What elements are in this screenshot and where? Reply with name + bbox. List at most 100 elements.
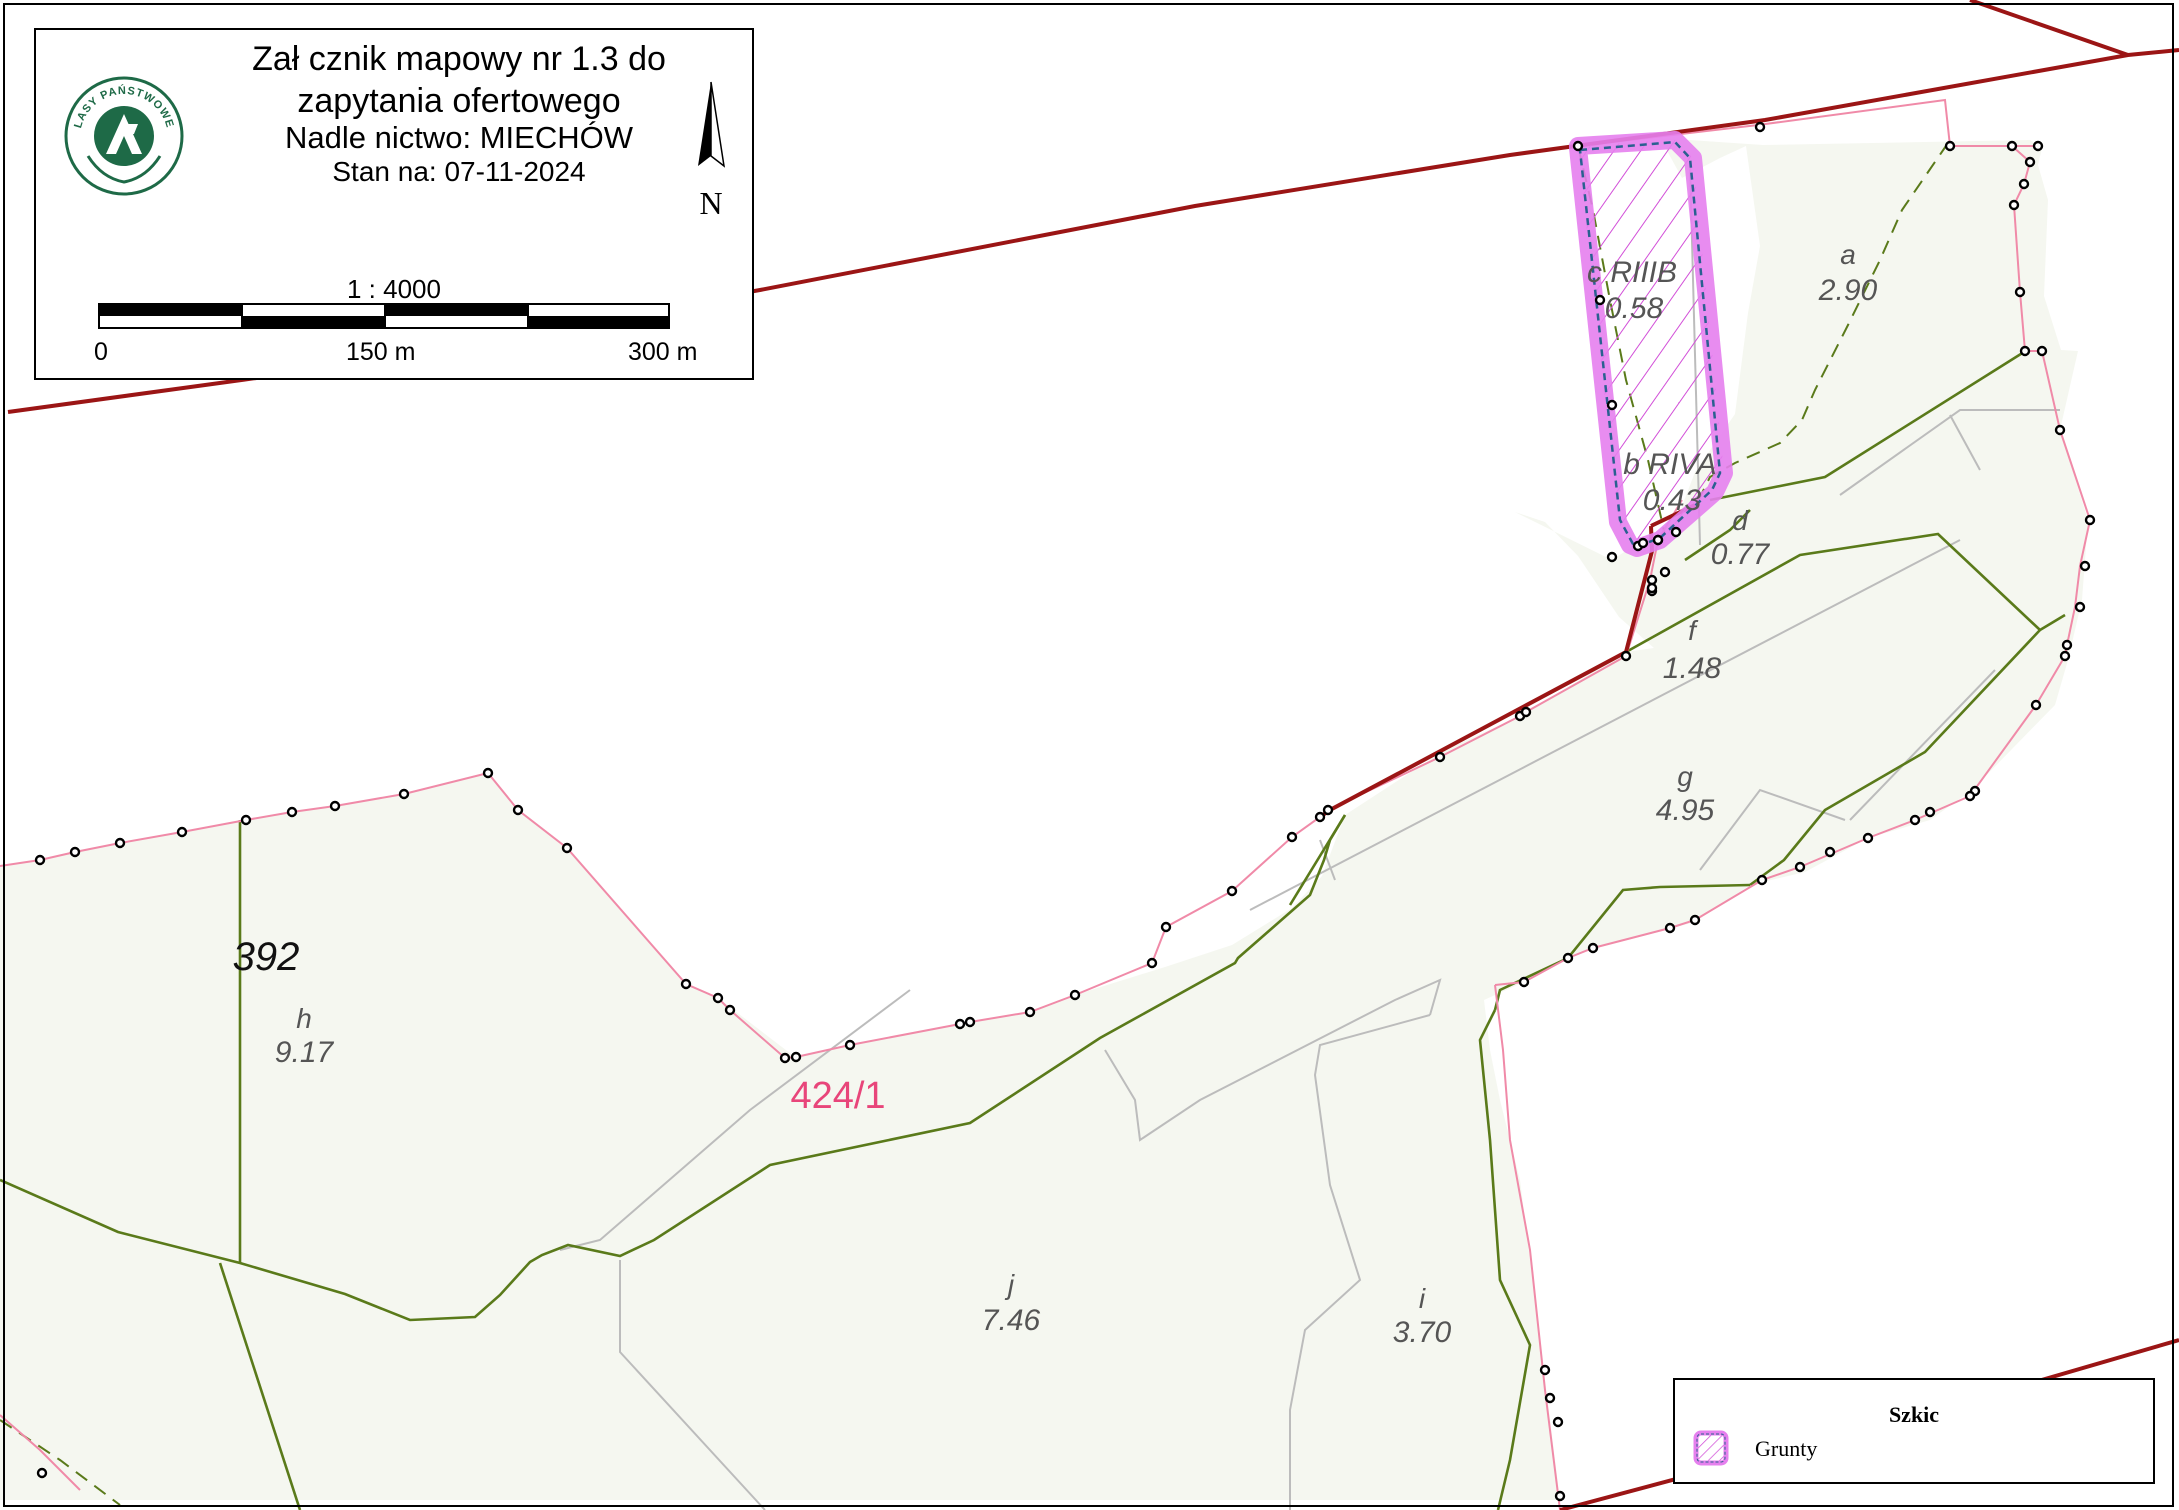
vertex-point	[2032, 140, 2044, 152]
vertex-point	[1146, 957, 1158, 969]
vertex-point	[1520, 706, 1532, 718]
area-b-value: 0.43	[1643, 484, 1702, 517]
area-j-letter: j	[1004, 1269, 1015, 1300]
area-i-letter: i	[1419, 1283, 1426, 1314]
scale-tick-0: 0	[94, 338, 108, 366]
vertex-point	[482, 767, 494, 779]
vertex-point	[286, 806, 298, 818]
legend-label-grunty: Grunty	[1755, 1436, 1818, 1461]
vertex-point	[2024, 156, 2036, 168]
vertex-point	[1226, 885, 1238, 897]
vertex-point	[1670, 526, 1682, 538]
vertex-point	[114, 837, 126, 849]
vertex-point	[176, 826, 188, 838]
parcel-number-392: 392	[233, 935, 300, 979]
scale-ratio: 1 : 4000	[347, 274, 441, 304]
vertex-point	[2079, 560, 2091, 572]
vertex-point	[1646, 574, 1658, 586]
boundary-vertices	[34, 121, 2096, 1502]
vertex-point	[1587, 942, 1599, 954]
vertex-point	[2059, 650, 2071, 662]
area-d-value: 0.77	[1711, 538, 1771, 571]
title-line-1: Zał cznik mapowy nr 1.3 do	[252, 40, 666, 78]
north-arrow-icon: N	[698, 81, 726, 221]
vertex-point	[964, 1016, 976, 1028]
vertex-point	[512, 804, 524, 816]
subdivision-lines	[0, 350, 2066, 1510]
vertex-point	[1434, 751, 1446, 763]
vertex-point	[1069, 989, 1081, 1001]
vertex-point	[2019, 345, 2031, 357]
area-i-value: 3.70	[1393, 1316, 1452, 1349]
area-h-value: 9.17	[275, 1036, 335, 1069]
vertex-point	[1794, 861, 1806, 873]
vertex-point	[1620, 650, 1632, 662]
legend-swatch-grunty	[1693, 1430, 1729, 1466]
vertex-point	[1286, 831, 1298, 843]
area-a-value: 2.90	[1818, 274, 1878, 307]
vertex-point	[1562, 952, 1574, 964]
area-c-letter: c RIIIB	[1587, 256, 1677, 289]
vertex-point	[561, 842, 573, 854]
vertex-point	[1944, 140, 1956, 152]
vertex-point	[724, 1004, 736, 1016]
vertex-point	[1964, 790, 1976, 802]
vertex-point	[1646, 582, 1658, 594]
vertex-point	[779, 1052, 791, 1064]
vertex-point	[1754, 121, 1766, 133]
area-g-value: 4.95	[1656, 794, 1715, 827]
vertex-point	[1756, 874, 1768, 886]
area-g-letter: g	[1677, 761, 1693, 792]
vertex-point	[680, 978, 692, 990]
scale-tick-150: 150 m	[346, 338, 416, 366]
vertex-point	[1322, 804, 1334, 816]
legend: Szkic Grunty	[1673, 1378, 2155, 1484]
forest-area-fill	[0, 138, 2088, 1500]
vertex-point	[954, 1018, 966, 1030]
map-header: LASY PAŃSTWOWE Zał cznik mapowy nr 1.3 d…	[34, 28, 754, 380]
vertex-point	[2008, 199, 2020, 211]
legend-title: Szkic	[1888, 1402, 1940, 1427]
vertex-point	[1637, 537, 1649, 549]
lasy-panstwowe-logo: LASY PAŃSTWOWE	[64, 76, 184, 196]
vertex-point	[2054, 424, 2066, 436]
vertex-point	[1572, 140, 1584, 152]
vertex-point	[1160, 921, 1172, 933]
parcel-number-424-1: 424/1	[790, 1075, 885, 1117]
vertex-point	[1664, 922, 1676, 934]
vertex-point	[1924, 806, 1936, 818]
vertex-point	[240, 814, 252, 826]
vertex-point	[1659, 566, 1671, 578]
scale-bar	[98, 303, 670, 329]
vertex-point	[1689, 914, 1701, 926]
vertex-point	[790, 1051, 802, 1063]
vertex-point	[2036, 345, 2048, 357]
vertex-point	[1909, 814, 1921, 826]
vertex-point	[2014, 286, 2026, 298]
vertex-point	[844, 1039, 856, 1051]
vertex-point	[2074, 601, 2086, 613]
area-f-letter: f	[1688, 615, 1699, 646]
vertex-point	[1539, 1364, 1551, 1376]
vertex-point	[2030, 699, 2042, 711]
vertex-point	[1652, 534, 1664, 546]
vertex-point	[712, 992, 724, 1004]
vertex-point	[2084, 514, 2096, 526]
area-f-value: 1.48	[1663, 652, 1722, 685]
area-labels: a 2.90 c RIIIB 0.58 b RIVA 0.43 d 0.77 f…	[275, 239, 1878, 1349]
vertex-point	[1314, 811, 1326, 823]
area-b-letter: b RIVA	[1623, 448, 1716, 481]
vertex-point	[36, 1467, 48, 1479]
vertex-point	[398, 788, 410, 800]
area-d-letter: d	[1732, 505, 1749, 536]
vertex-point	[2018, 178, 2030, 190]
area-a-letter: a	[1840, 239, 1856, 270]
title-line-2: zapytania ofertowego	[297, 82, 621, 120]
area-h-letter: h	[296, 1003, 312, 1034]
vertex-point	[1862, 832, 1874, 844]
vertex-point	[2006, 140, 2018, 152]
vertex-point	[1554, 1490, 1566, 1502]
vertex-point	[69, 846, 81, 858]
vertex-point	[1544, 1392, 1556, 1404]
